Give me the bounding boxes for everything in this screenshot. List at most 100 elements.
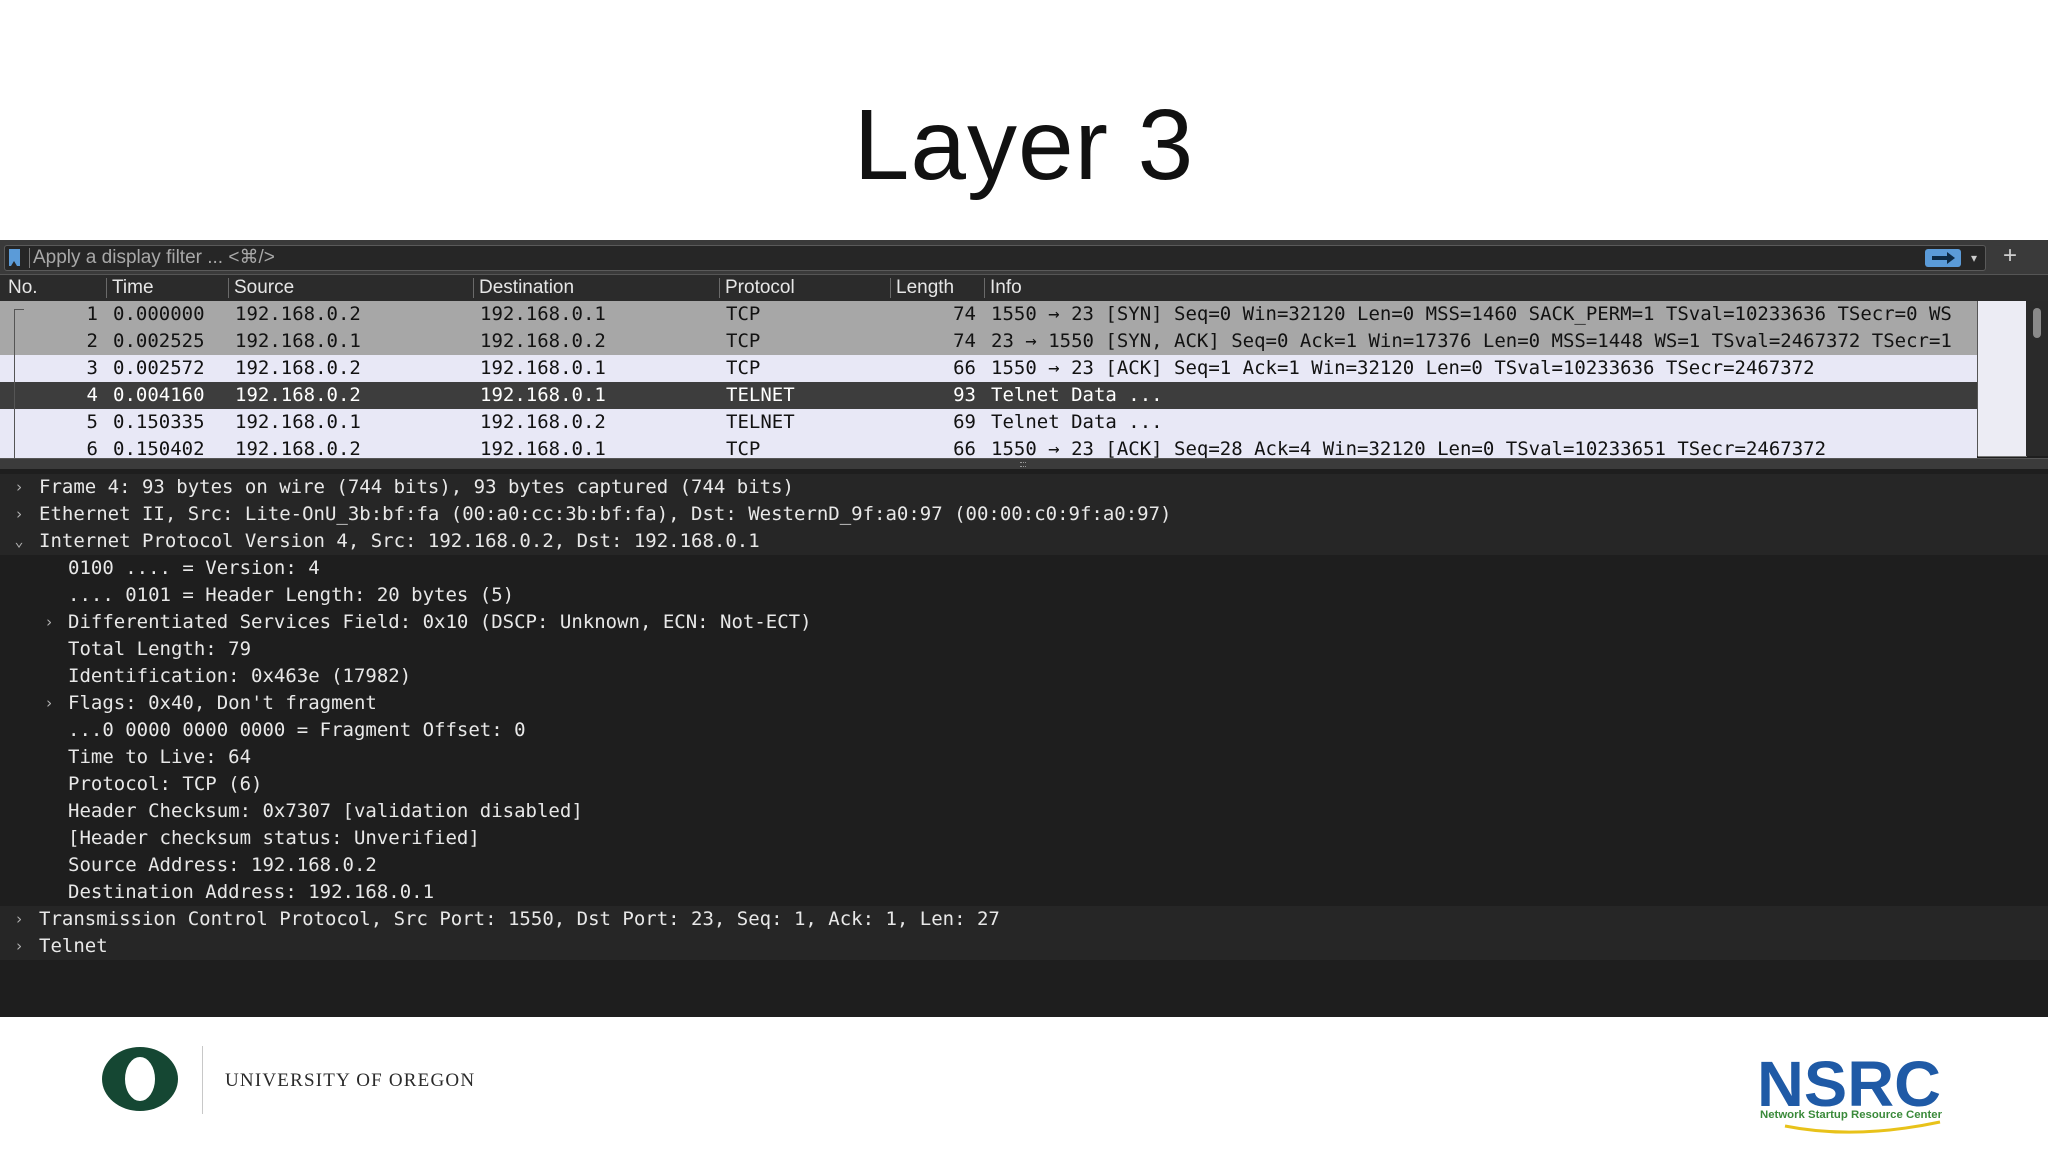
column-header-destination[interactable]: Destination: [473, 278, 574, 298]
packet-cell-protocol: TCP: [726, 357, 761, 379]
detail-row[interactable]: Source Address: 192.168.0.2: [0, 852, 2048, 879]
column-header-source[interactable]: Source: [228, 278, 294, 298]
packet-cell-no: 5: [86, 411, 98, 433]
detail-row-text: Destination Address: 192.168.0.1: [68, 881, 435, 903]
column-header-protocol[interactable]: Protocol: [719, 278, 795, 298]
detail-row[interactable]: ⌄ Internet Protocol Version 4, Src: 192.1…: [0, 528, 2048, 555]
column-header-no[interactable]: No.: [8, 277, 38, 298]
nsrc-tagline: Network Startup Resource Center: [1760, 1109, 1943, 1121]
detail-row-text: Time to Live: 64: [68, 746, 252, 768]
packet-cell-destination: 192.168.0.1: [480, 303, 606, 325]
chevron-down-icon[interactable]: ⌄: [14, 532, 24, 550]
packet-cell-protocol: TCP: [726, 438, 761, 458]
detail-row[interactable]: › Flags: 0x40, Don't fragment: [0, 690, 2048, 717]
detail-row[interactable]: [Header checksum status: Unverified]: [0, 825, 2048, 852]
chevron-right-icon[interactable]: ›: [14, 478, 24, 496]
packet-cell-protocol: TCP: [726, 303, 761, 325]
splitter-grip-icon: [1020, 462, 1026, 467]
packet-cell-protocol: TCP: [726, 330, 761, 352]
packet-cell-info: Telnet Data ...: [991, 411, 1163, 433]
packet-cell-source: 192.168.0.2: [235, 303, 361, 325]
detail-row[interactable]: Time to Live: 64: [0, 744, 2048, 771]
packet-cell-time: 0.004160: [113, 384, 205, 406]
nsrc-swoosh: [1784, 1120, 1941, 1134]
detail-row[interactable]: .... 0101 = Header Length: 20 bytes (5): [0, 582, 2048, 609]
detail-row[interactable]: Header Checksum: 0x7307 [validation disa…: [0, 798, 2048, 825]
detail-row-text: Header Checksum: 0x7307 [validation disa…: [68, 800, 583, 822]
detail-row[interactable]: Identification: 0x463e (17982): [0, 663, 2048, 690]
chevron-right-icon[interactable]: ›: [44, 694, 54, 712]
detail-row[interactable]: ›Differentiated Services Field: 0x10 (DS…: [0, 609, 2048, 636]
packet-cell-destination: 192.168.0.1: [480, 384, 606, 406]
nsrc-logo: NSRC Network Startup Resource Center: [1757, 1048, 1943, 1134]
detail-row[interactable]: Destination Address: 192.168.0.1: [0, 879, 2048, 906]
detail-row-text: Internet Protocol Version 4, Src: 192.16…: [39, 530, 760, 552]
minimap-segment: [1978, 369, 2027, 424]
packet-cell-time: 0.002572: [113, 357, 205, 379]
chevron-right-icon[interactable]: ›: [14, 910, 24, 928]
packet-cell-source: 192.168.0.2: [235, 438, 361, 458]
chevron-right-icon[interactable]: ›: [14, 937, 24, 955]
filter-separator: [29, 248, 30, 268]
university-of-oregon-name: UNIVERSITY OF OREGON: [225, 1070, 476, 1091]
chevron-right-icon[interactable]: ›: [44, 613, 54, 631]
detail-row[interactable]: ›Telnet: [0, 933, 2048, 960]
detail-row-text: Total Length: 79: [68, 638, 252, 660]
packet-cell-no: 3: [86, 357, 98, 379]
detail-row-text: Transmission Control Protocol, Src Port:…: [39, 908, 1000, 930]
packet-minimap[interactable]: [1977, 301, 2027, 457]
nsrc-wordmark: NSRC: [1757, 1048, 1941, 1120]
packet-cell-source: 192.168.0.1: [235, 411, 361, 433]
detail-row-text: Identification: 0x463e (17982): [68, 665, 412, 687]
chevron-right-icon[interactable]: ›: [14, 505, 24, 523]
column-header-time[interactable]: Time: [106, 278, 154, 298]
packet-cell-protocol: TELNET: [726, 384, 795, 406]
packet-cell-no: 4: [86, 384, 98, 406]
packet-list-scrollbar[interactable]: [2026, 301, 2048, 456]
detail-row-text: Flags: 0x40, Don't fragment: [68, 692, 377, 714]
detail-row-text: [Header checksum status: Unverified]: [68, 827, 480, 849]
scrollbar-thumb[interactable]: [2033, 308, 2041, 338]
packet-list-pane: No. Time Source Destination Protocol Len…: [0, 275, 2048, 458]
apply-filter-arrow-icon[interactable]: [1925, 249, 1961, 267]
column-header-info[interactable]: Info: [984, 278, 1022, 298]
detail-row-text: Frame 4: 93 bytes on wire (744 bits), 93…: [39, 476, 794, 498]
packet-cell-destination: 192.168.0.2: [480, 330, 606, 352]
add-filter-button-plus-icon[interactable]: +: [2002, 242, 2017, 269]
detail-row-text: 0100 .... = Version: 4: [68, 557, 320, 579]
packet-cell-info: 23 → 1550 [SYN, ACK] Seq=0 Ack=1 Win=173…: [991, 330, 1952, 352]
detail-row[interactable]: › Frame 4: 93 bytes on wire (744 bits), 9…: [0, 474, 2048, 501]
minimap-segment: [1978, 301, 2027, 370]
packet-cell-length: 74: [953, 303, 976, 325]
packet-cell-no: 2: [86, 330, 98, 352]
packet-cell-time: 0.150402: [113, 438, 205, 458]
packet-cell-info: 1550 → 23 [SYN] Seq=0 Win=32120 Len=0 MS…: [991, 303, 1952, 325]
detail-row[interactable]: ›Ethernet II, Src: Lite-OnU_3b:bf:fa (00…: [0, 501, 2048, 528]
packet-list-header: No. Time Source Destination Protocol Len…: [0, 275, 2048, 301]
minimap-segment: [1978, 423, 2027, 457]
detail-row-text: Source Address: 192.168.0.2: [68, 854, 377, 876]
packet-cell-length: 66: [953, 438, 976, 458]
conversation-bracket-line: [14, 309, 15, 458]
detail-row[interactable]: Protocol: TCP (6): [0, 771, 2048, 798]
packet-details-pane: › Frame 4: 93 bytes on wire (744 bits), 9…: [0, 469, 2048, 1017]
footer-divider: [202, 1046, 203, 1114]
detail-row[interactable]: Total Length: 79: [0, 636, 2048, 663]
detail-row[interactable]: › Transmission Control Protocol, Src Port…: [0, 906, 2048, 933]
column-header-length[interactable]: Length: [890, 278, 954, 298]
conversation-bracket-tick: [14, 309, 24, 310]
bookmark-icon[interactable]: [9, 249, 20, 266]
university-of-oregon-o-logo: [102, 1047, 178, 1111]
packet-cell-time: 0.002525: [113, 330, 205, 352]
detail-row[interactable]: ...0 0000 0000 0000 = Fragment Offset: 0: [0, 717, 2048, 744]
detail-row[interactable]: 0100 .... = Version: 4: [0, 555, 2048, 582]
display-filter-input[interactable]: [33, 246, 1913, 270]
chevron-down-icon[interactable]: ▾: [1970, 251, 1978, 265]
detail-row-text: .... 0101 = Header Length: 20 bytes (5): [68, 584, 515, 606]
